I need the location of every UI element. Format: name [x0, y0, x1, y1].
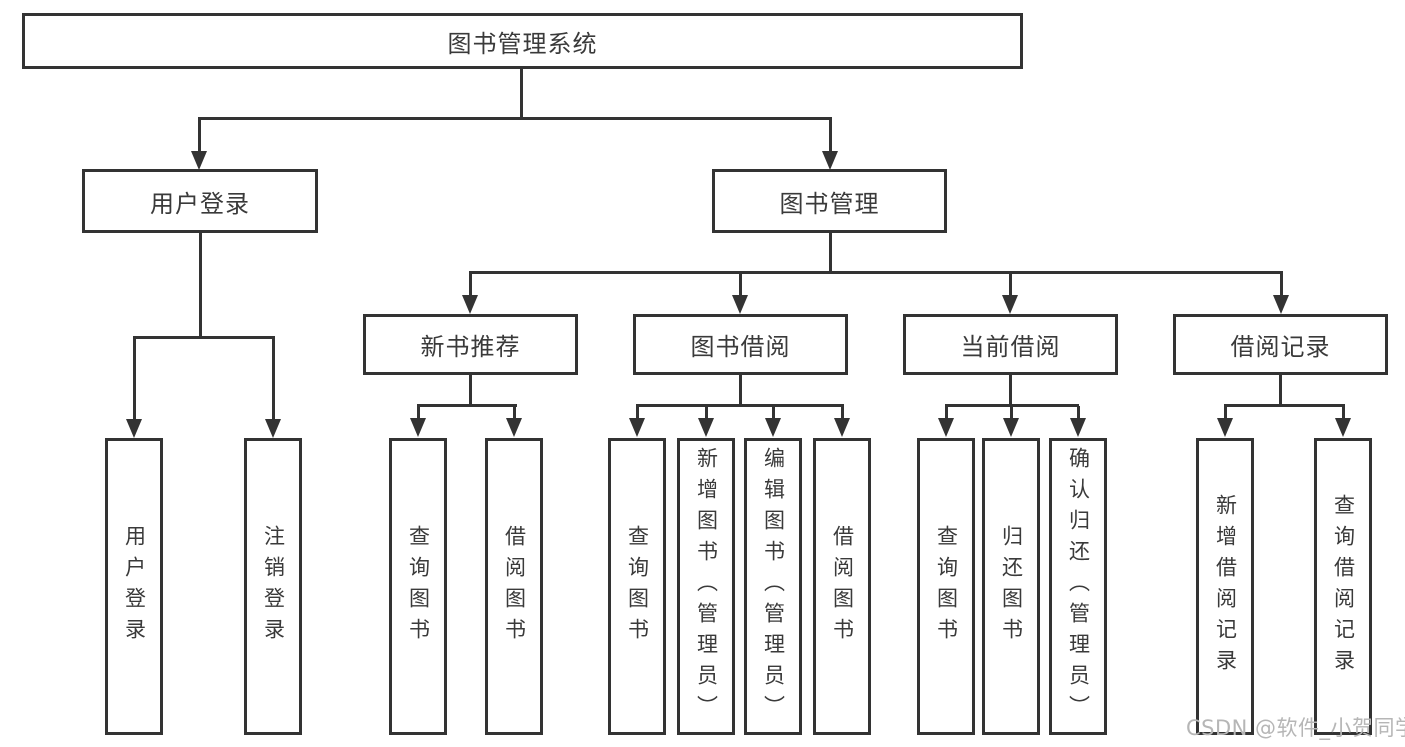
hline — [198, 117, 832, 120]
leaf-add-borrow-record: 新增借阅记录 — [1196, 438, 1254, 735]
arrow-stub — [1342, 406, 1345, 421]
arrowhead — [1217, 418, 1233, 437]
arrowhead — [265, 419, 281, 438]
node-label: 编辑图书（管理员） — [761, 447, 786, 726]
arrowhead — [732, 295, 748, 314]
leaf-logout-login: 注销登录 — [244, 438, 302, 735]
leaf-query-borrow-record: 查询借阅记录 — [1314, 438, 1372, 735]
node-library-management-system: 图书管理系统 — [22, 13, 1023, 69]
node-label: 用户登录 — [122, 524, 147, 649]
node-label: 注销登录 — [261, 524, 286, 649]
arrow-stub — [829, 119, 832, 152]
node-label: 借阅图书 — [830, 524, 855, 649]
leaf-edit-book-admin: 编辑图书（管理员） — [744, 438, 802, 735]
arrowhead — [629, 418, 645, 437]
arrow-stub — [469, 273, 472, 297]
node-label: 借阅记录 — [1230, 333, 1331, 361]
arrowhead — [506, 418, 522, 437]
leaf-query-book-borrow: 查询图书 — [608, 438, 666, 735]
arrow-stub — [1009, 273, 1012, 297]
hline — [636, 404, 844, 407]
node-label: 图书管理 — [779, 189, 880, 218]
arrowhead — [126, 419, 142, 438]
arrow-stub — [417, 406, 420, 421]
vline — [199, 233, 202, 338]
vline — [520, 69, 523, 119]
leaf-query-book-recommend: 查询图书 — [389, 438, 447, 735]
node-borrow-record: 借阅记录 — [1173, 314, 1388, 375]
arrowhead — [1003, 418, 1019, 437]
node-book-management-branch: 图书管理 — [712, 169, 947, 233]
hline — [469, 271, 1283, 274]
node-label: 查询图书 — [934, 524, 959, 649]
arrowhead — [1273, 295, 1289, 314]
arrowhead — [938, 418, 954, 437]
vline — [829, 233, 832, 273]
arrowhead — [462, 295, 478, 314]
csdn-watermark: CSDN @软件_小贺同学 — [1186, 716, 1405, 740]
node-label: 当前借阅 — [960, 333, 1061, 361]
arrowhead — [765, 418, 781, 437]
node-label: 借阅图书 — [502, 524, 527, 649]
vline — [1279, 375, 1282, 406]
node-label: 确认归还（管理员） — [1066, 447, 1091, 726]
leaf-user-login: 用户登录 — [105, 438, 163, 735]
arrow-stub — [1280, 273, 1283, 297]
arrow-stub — [1224, 406, 1227, 421]
arrow-stub — [1077, 406, 1080, 421]
arrowhead — [191, 151, 207, 170]
node-label: 查询图书 — [625, 524, 650, 649]
node-label: 图书借阅 — [690, 333, 791, 361]
arrow-stub — [705, 406, 708, 421]
vline — [1009, 375, 1012, 406]
arrowhead — [834, 418, 850, 437]
leaf-borrow-book-recommend: 借阅图书 — [485, 438, 543, 735]
arrowhead — [1002, 295, 1018, 314]
leaf-add-book-admin: 新增图书（管理员） — [677, 438, 735, 735]
arrow-stub — [198, 119, 201, 152]
arrow-stub — [772, 406, 775, 421]
arrow-stub — [945, 406, 948, 421]
node-book-borrow: 图书借阅 — [633, 314, 848, 375]
vline — [469, 375, 472, 406]
leaf-return-book: 归还图书 — [982, 438, 1040, 735]
node-label: 新增图书（管理员） — [694, 447, 719, 726]
node-label: 图书管理系统 — [447, 29, 598, 58]
node-label: 用户登录 — [150, 189, 250, 218]
node-label: 新增借阅记录 — [1213, 493, 1238, 680]
hline — [945, 404, 1079, 407]
leaf-query-book-current: 查询图书 — [917, 438, 975, 735]
arrowhead — [822, 151, 838, 170]
arrow-stub — [272, 338, 275, 420]
node-current-borrow: 当前借阅 — [903, 314, 1118, 375]
node-user-login-branch: 用户登录 — [82, 169, 318, 233]
arrow-stub — [739, 273, 742, 297]
hline — [1224, 404, 1345, 407]
hline — [133, 336, 275, 339]
node-label: 新书推荐 — [420, 333, 521, 361]
vline — [739, 375, 742, 406]
node-label: 归还图书 — [999, 524, 1024, 649]
leaf-confirm-return-admin: 确认归还（管理员） — [1049, 438, 1107, 735]
arrowhead — [1335, 418, 1351, 437]
arrow-stub — [513, 406, 516, 421]
arrow-stub — [636, 406, 639, 421]
arrowhead — [1070, 418, 1086, 437]
node-label: 查询图书 — [406, 524, 431, 649]
hline — [417, 404, 517, 407]
leaf-borrow-book: 借阅图书 — [813, 438, 871, 735]
arrowhead — [698, 418, 714, 437]
node-label: 查询借阅记录 — [1331, 493, 1356, 680]
arrowhead — [410, 418, 426, 437]
arrow-stub — [1010, 406, 1013, 421]
arrow-stub — [841, 406, 844, 421]
arrow-stub — [133, 338, 136, 420]
node-new-book-recommend: 新书推荐 — [363, 314, 578, 375]
